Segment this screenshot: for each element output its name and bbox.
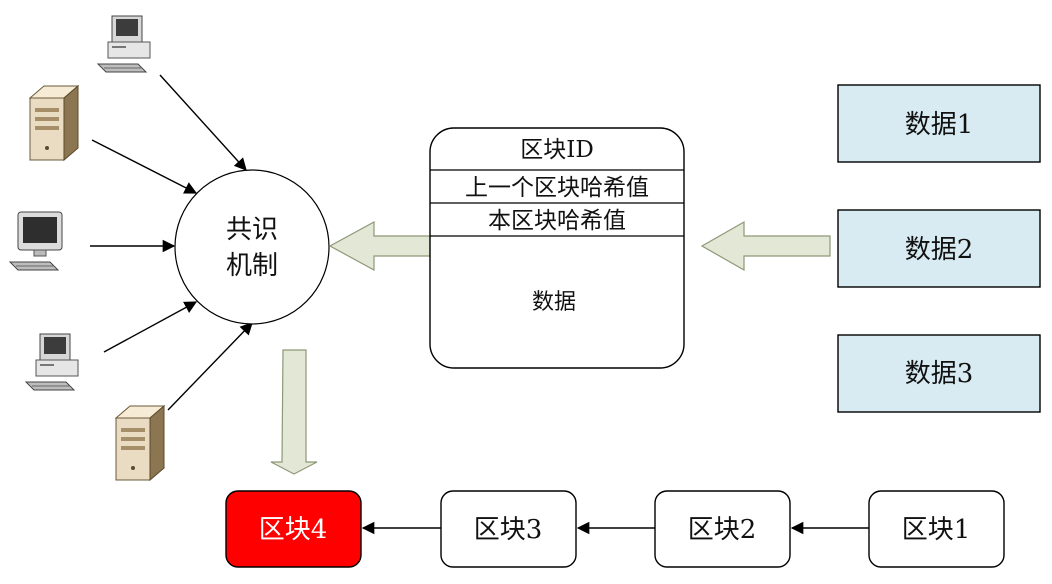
chain-block-1-label: 区块1: [902, 515, 971, 545]
chain-block-3: [440, 490, 577, 568]
this-hash-label: 本区块哈希值: [488, 208, 626, 234]
chain-block-3-label: 区块3: [474, 515, 543, 545]
pc-icon: [97, 15, 151, 73]
prev-hash-label: 上一个区块哈希值: [465, 175, 649, 201]
block-to-consensus-arrow: [328, 220, 431, 272]
node-arrow: [103, 301, 198, 353]
block-structure: [429, 127, 685, 369]
block-data-label: 数据: [532, 290, 576, 315]
node-arrow: [167, 322, 253, 411]
server-icon: [29, 85, 79, 161]
data-box-3: [837, 334, 1041, 413]
consensus-label-line1: 共识: [226, 215, 278, 245]
chain-block-2-label: 区块2: [688, 515, 757, 545]
monitor-icon: [9, 211, 63, 271]
data-box-3-label: 数据3: [905, 359, 974, 389]
consensus-label-line2: 机制: [226, 251, 278, 281]
data-box-2-label: 数据2: [905, 235, 974, 265]
block-id-label: 区块ID: [520, 137, 594, 163]
chain-block-2: [654, 490, 791, 568]
server-icon: [115, 405, 165, 481]
data-box-1-label: 数据1: [905, 110, 974, 140]
chain-block-1: [868, 490, 1005, 568]
data-box-2: [837, 209, 1041, 288]
pc-icon: [25, 333, 79, 391]
node-arrow: [159, 74, 247, 171]
node-arrow: [91, 139, 198, 194]
consensus-circle: [174, 169, 330, 325]
data-box-1: [837, 84, 1041, 163]
chain-block-4: [225, 490, 362, 568]
data-to-block-arrow: [700, 220, 831, 272]
chain-block-4-label: 区块4: [259, 515, 328, 545]
consensus-to-chain-arrow: [270, 349, 318, 475]
